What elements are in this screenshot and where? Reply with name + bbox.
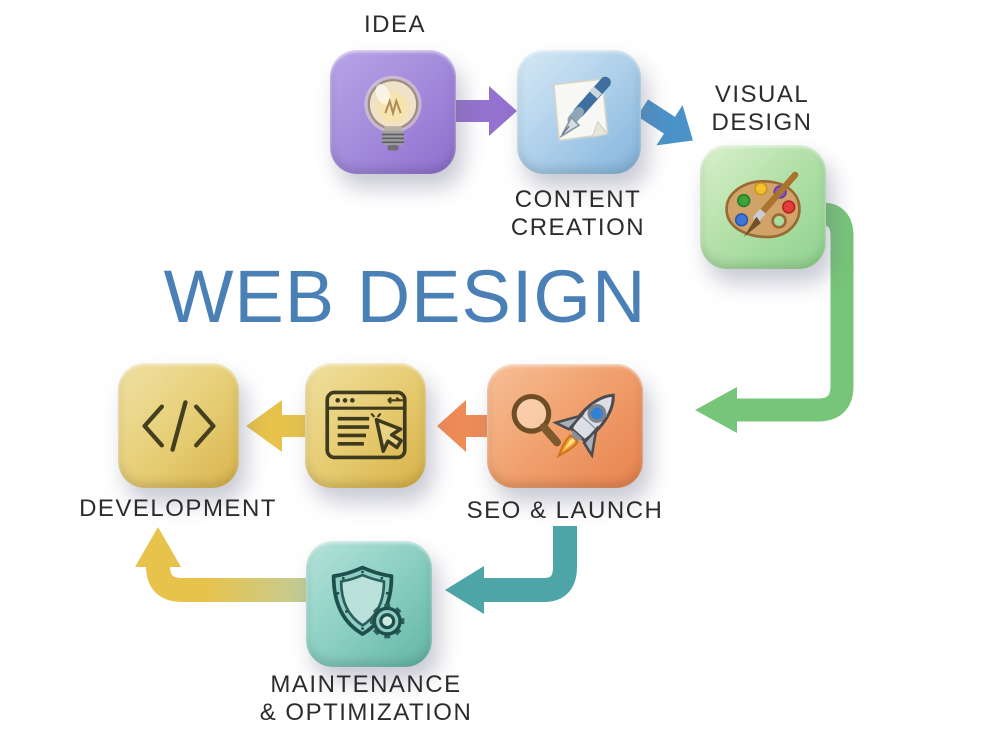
browser-cursor-icon bbox=[324, 390, 407, 459]
arrow-wireframe-to-development bbox=[246, 400, 306, 452]
shield-gear-icon bbox=[331, 565, 405, 639]
node-development bbox=[118, 363, 239, 488]
arrow-idea-to-content-creation bbox=[453, 86, 517, 136]
node-wireframe bbox=[305, 363, 426, 488]
arrow-content-creation-to-visual-design bbox=[637, 99, 693, 146]
paint-palette-icon bbox=[725, 171, 801, 239]
lightbulb-icon bbox=[364, 75, 422, 151]
arrow-seo-launch-to-maintenance bbox=[445, 526, 577, 614]
node-label-seo-launch: SEO & LAUNCH bbox=[466, 497, 664, 524]
node-label-visual-design: VISUAL DESIGN bbox=[711, 81, 813, 136]
arrow-maintenance-to-development bbox=[135, 527, 306, 602]
node-content-creation bbox=[517, 50, 641, 174]
node-label-content-creation: CONTENT CREATION bbox=[510, 186, 646, 241]
node-seo-launch bbox=[487, 364, 643, 488]
pen-paper-icon bbox=[552, 76, 611, 142]
node-idea bbox=[330, 50, 456, 174]
node-label-idea: IDEA bbox=[363, 11, 426, 38]
search-rocket-icon bbox=[511, 393, 615, 459]
arrow-visual-design-to-seo-launch bbox=[695, 202, 854, 433]
node-visual-design bbox=[700, 145, 826, 269]
code-icon bbox=[141, 399, 216, 452]
arrow-seo-launch-to-wireframe bbox=[437, 400, 489, 452]
node-label-development: DEVELOPMENT bbox=[79, 495, 277, 522]
diagram-title: WEB DESIGN bbox=[163, 255, 647, 338]
node-maintenance-optimization bbox=[306, 541, 432, 667]
node-label-maintenance-optimization: MAINTENANCE & OPTIMIZATION bbox=[259, 671, 473, 726]
